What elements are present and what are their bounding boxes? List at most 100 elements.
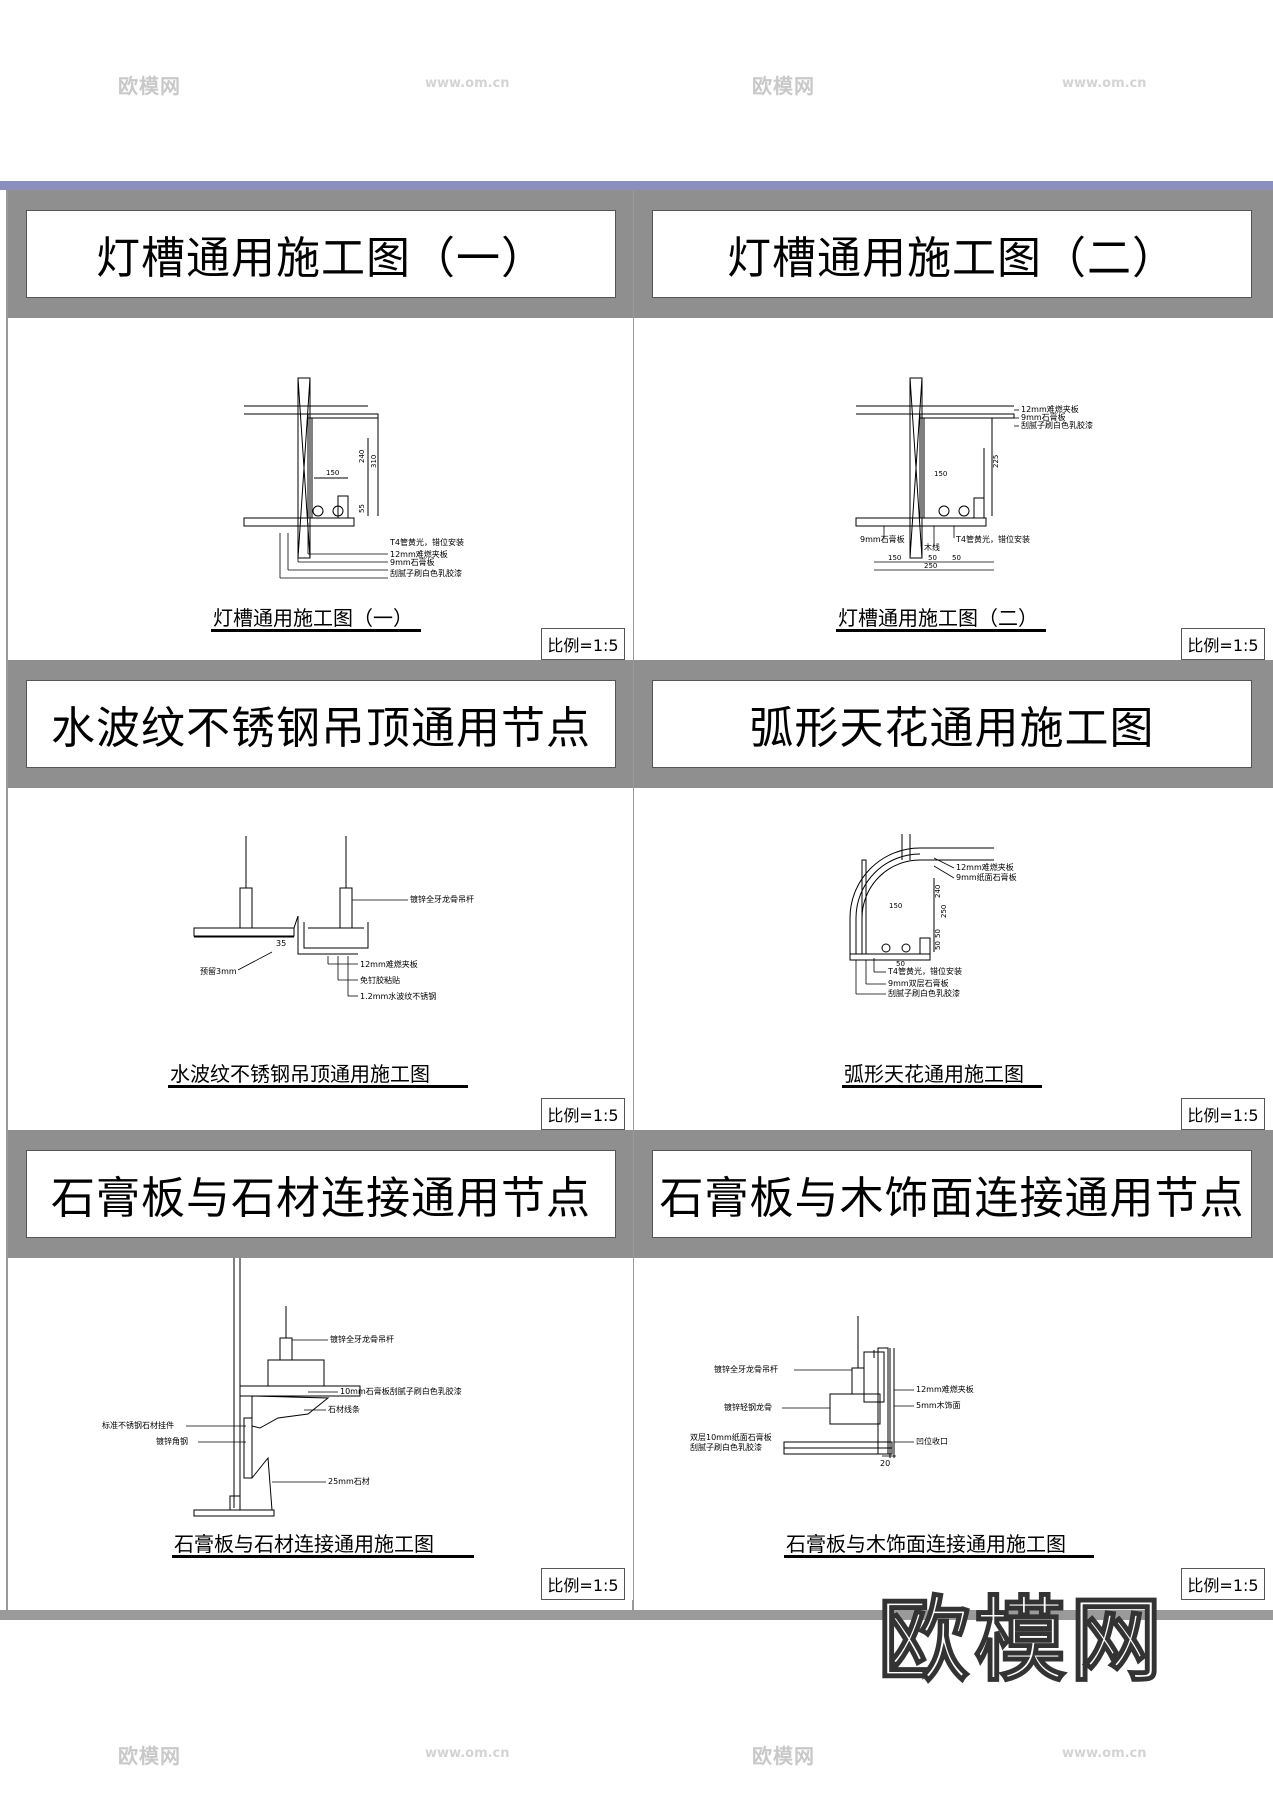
panel-drawing-area: 150 225 150 50 50 250 12mm难燃夹板 9mm石膏板 刮腻… <box>634 318 1273 660</box>
scale-label: 比例=1:5 <box>541 1098 625 1130</box>
drawing-caption: 灯槽通用施工图（一） <box>213 606 413 630</box>
panel-title-band: 弧形天花通用施工图 <box>634 660 1273 788</box>
panel-title-band: 石膏板与木饰面连接通用节点 <box>634 1130 1273 1258</box>
annotation-label: 木线 <box>924 542 940 552</box>
annotation-label: 12mm难燃夹板 <box>390 549 448 559</box>
gypsum-stone-joint-drawing: 镀锌全牙龙骨吊杆 10mm石膏板刮腻子刷白色乳胶漆 石材线条 标准不锈钢石材挂件… <box>102 1258 462 1517</box>
right-column: 灯槽通用施工图（二） <box>634 190 1273 1620</box>
dimension-label: 240 <box>358 450 366 463</box>
annotation-label: T4管黄光，错位安装 <box>389 537 464 547</box>
panel-title-band: 灯槽通用施工图（二） <box>634 190 1273 318</box>
panel-title: 石膏板与木饰面连接通用节点 <box>652 1150 1252 1238</box>
panel-title-band: 水波纹不锈钢吊顶通用节点 <box>8 660 633 788</box>
drawing-caption: 弧形天花通用施工图 <box>844 1062 1024 1086</box>
scale-label: 比例=1:5 <box>541 1568 625 1600</box>
dimension-label: 50 <box>952 554 961 562</box>
panel-title-band: 灯槽通用施工图（一） <box>8 190 633 318</box>
dimension-label: 50 <box>896 960 905 968</box>
annotation-label: 9mm石膏板 <box>860 534 905 544</box>
annotation-label: 凹位收口 <box>916 1436 948 1446</box>
annotation-label: 10mm石膏板刮腻子刷白色乳胶漆 <box>340 1386 462 1396</box>
sheet-bottom-bar <box>0 1610 1273 1620</box>
panel-drawing-area: 150 240 310 55 T4管黄光，错位安装 <box>8 318 633 660</box>
watermark-url: www.om.cn <box>425 1746 510 1761</box>
annotation-label: 镀锌全牙龙骨吊杆 <box>330 1334 394 1344</box>
scale-label: 比例=1:5 <box>541 628 625 660</box>
annotation-label: 9mm石膏板 <box>1021 412 1066 422</box>
panel-drawing-area: 150 240 250 50 50 50 12mm难燃夹板 9mm纸面石膏板 T… <box>634 788 1273 1130</box>
scale-label: 比例=1:5 <box>1181 628 1265 660</box>
annotation-label: 刮腻子刷白色乳胶漆 <box>1021 420 1093 430</box>
annotation-label: 1.2mm水波纹不锈钢 <box>360 991 436 1001</box>
panel-title: 石膏板与石材连接通用节点 <box>26 1150 616 1238</box>
annotation-label: 9mm双层石膏板 <box>888 978 949 988</box>
dimension-label: 150 <box>889 902 902 910</box>
annotation-label: 刮腻子刷白色乳胶漆 <box>690 1442 762 1452</box>
annotation-label: T4管黄光，错位安装 <box>955 534 1030 544</box>
dimension-label: 55 <box>358 504 366 513</box>
dimension-label: 50 <box>934 941 942 950</box>
drawing-caption: 石膏板与木饰面连接通用施工图 <box>786 1532 1066 1556</box>
panel-drawing-area: 20 镀锌全牙龙骨吊杆 12mm难燃夹板 5mm木饰面 镀锌轻钢龙骨 双层10m… <box>634 1258 1273 1600</box>
drawing-caption: 石膏板与石材连接通用施工图 <box>174 1532 434 1556</box>
dimension-label: 225 <box>992 455 1000 468</box>
annotation-label: 9mm石膏板 <box>390 557 435 567</box>
panel-title-band: 石膏板与石材连接通用节点 <box>8 1130 633 1258</box>
watermark-logo: 欧模网 <box>118 1744 181 1768</box>
sheet-center-divider <box>632 190 634 1620</box>
watermark-logo: 欧模网 <box>752 74 815 98</box>
annotation-label: 标准不锈钢石材挂件 <box>102 1420 174 1430</box>
annotation-label: 12mm难燃夹板 <box>1021 404 1079 414</box>
annotation-label: 刮腻子刷白色乳胶漆 <box>888 988 960 998</box>
panel-title: 灯槽通用施工图（一） <box>26 210 616 298</box>
watermark-url: www.om.cn <box>1062 1746 1147 1761</box>
annotation-label: 12mm难燃夹板 <box>916 1384 974 1394</box>
sheet-top-bar <box>0 181 1273 190</box>
scale-label: 比例=1:5 <box>1181 1098 1265 1130</box>
corrugated-steel-ceiling-drawing: 35 镀锌全牙龙骨吊杆 预留3mm 12mm难燃夹板 免钉胶粘贴 1.2mm水波… <box>193 836 474 1001</box>
caption-underline <box>172 1555 474 1558</box>
caption-underline <box>842 1085 1042 1088</box>
annotation-label: 9mm纸面石膏板 <box>956 872 1017 882</box>
annotation-label: 镀锌全牙龙骨吊杆 <box>714 1364 778 1374</box>
annotation-label: 镀锌轻钢龙骨 <box>724 1402 772 1412</box>
dimension-label: 250 <box>924 562 937 570</box>
dimension-label: 240 <box>934 885 942 898</box>
panel-drawing-area: 35 镀锌全牙龙骨吊杆 预留3mm 12mm难燃夹板 免钉胶粘贴 1.2mm水波… <box>8 788 633 1130</box>
annotation-label: 12mm难燃夹板 <box>956 862 1014 872</box>
drawing-caption: 灯槽通用施工图（二） <box>838 606 1038 630</box>
annotation-label: 石材线条 <box>328 1404 360 1414</box>
annotation-label: 镀锌全牙龙骨吊杆 <box>410 894 474 904</box>
annotation-label: 25mm石材 <box>328 1476 370 1486</box>
caption-underline <box>168 1085 468 1088</box>
annotation-label: 双层10mm纸面石膏板 <box>690 1432 772 1442</box>
drawing-caption: 水波纹不锈钢吊顶通用施工图 <box>170 1062 430 1086</box>
annotation-label: 镀锌角钢 <box>156 1436 188 1446</box>
annotation-label: 免钉胶粘贴 <box>360 975 400 985</box>
panel-title: 水波纹不锈钢吊顶通用节点 <box>26 680 616 768</box>
dimension-label: 35 <box>276 939 286 948</box>
dimension-label: 150 <box>326 469 339 477</box>
caption-underline <box>784 1555 1094 1558</box>
annotation-label: 预留3mm <box>200 966 237 976</box>
lightbox-detail-2-drawing: 150 225 150 50 50 250 12mm难燃夹板 9mm石膏板 刮腻… <box>855 377 1093 571</box>
dimension-label: 310 <box>370 455 378 468</box>
lightbox-detail-1-drawing: 150 240 310 55 T4管黄光，错位安装 <box>243 377 464 579</box>
watermark-url: www.om.cn <box>1062 76 1147 91</box>
caption-underline <box>211 629 421 632</box>
annotation-label: 刮腻子刷白色乳胶漆 <box>390 568 462 578</box>
watermark-url: www.om.cn <box>425 76 510 91</box>
arc-ceiling-drawing: 150 240 250 50 50 50 12mm难燃夹板 9mm纸面石膏板 T… <box>849 834 1017 998</box>
dimension-label: 150 <box>888 554 901 562</box>
dimension-label: 50 <box>928 554 937 562</box>
panel-title: 灯槽通用施工图（二） <box>652 210 1252 298</box>
scale-label: 比例=1:5 <box>1181 1568 1265 1600</box>
annotation-label: 5mm木饰面 <box>916 1400 961 1410</box>
caption-underline <box>836 629 1046 632</box>
sheet-left-border <box>6 190 8 1620</box>
site-logo-watermark: 欧模网 <box>877 1586 1167 1695</box>
dimension-label: 20 <box>880 1459 890 1468</box>
gypsum-wood-joint-drawing: 20 镀锌全牙龙骨吊杆 12mm难燃夹板 5mm木饰面 镀锌轻钢龙骨 双层10m… <box>690 1316 974 1468</box>
dimension-label: 250 <box>940 905 948 918</box>
dimension-label: 150 <box>934 470 947 478</box>
